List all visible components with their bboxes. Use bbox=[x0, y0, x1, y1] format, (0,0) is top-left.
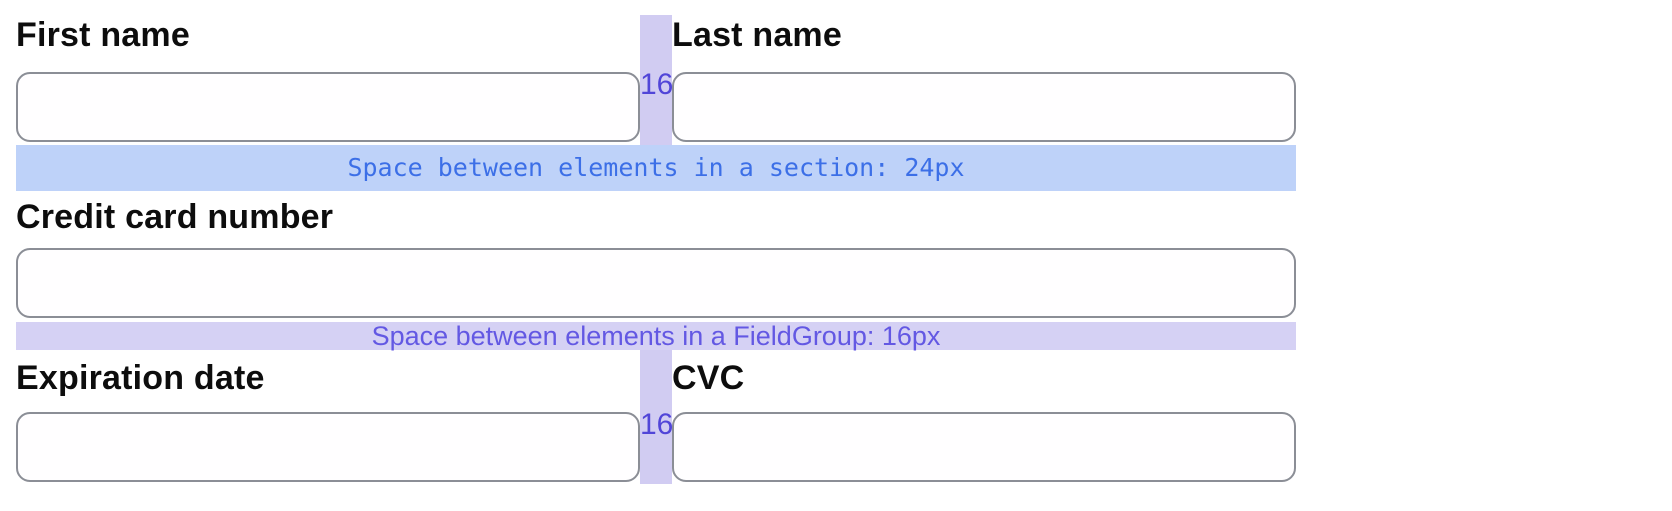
last-name-label: Last name bbox=[672, 16, 842, 54]
expiration-input[interactable] bbox=[16, 412, 640, 482]
last-name-field: Last name bbox=[672, 15, 1296, 142]
column-gap-strip-top: 16 bbox=[640, 15, 674, 145]
fieldgroup-spacing-demo: First name Last name Space between eleme… bbox=[16, 15, 1296, 484]
section-gap-annotation: Space between elements in a section: 24p… bbox=[16, 145, 1296, 191]
first-name-input[interactable] bbox=[16, 72, 640, 142]
cvc-input[interactable] bbox=[672, 412, 1296, 482]
last-name-input[interactable] bbox=[672, 72, 1296, 142]
card-number-label: Credit card number bbox=[16, 198, 334, 236]
column-gap-strip-bottom: 16 bbox=[640, 350, 674, 484]
column-gap-value-top: 16 bbox=[640, 68, 674, 101]
first-name-label: First name bbox=[16, 16, 190, 54]
fieldgroup-gap-annotation: Space between elements in a FieldGroup: … bbox=[16, 322, 1296, 351]
card-number-input[interactable] bbox=[16, 248, 1296, 318]
column-gap-value-bottom: 16 bbox=[640, 408, 674, 441]
name-field-row: First name Last name bbox=[16, 15, 1296, 142]
expiration-field: Expiration date bbox=[16, 350, 640, 482]
cvc-label: CVC bbox=[672, 359, 745, 397]
cvc-field: CVC bbox=[672, 350, 1296, 482]
first-name-field: First name bbox=[16, 15, 640, 142]
card-detail-field-row: Expiration date CVC bbox=[16, 350, 1296, 482]
expiration-label: Expiration date bbox=[16, 359, 265, 397]
card-number-field: Credit card number bbox=[16, 197, 1296, 318]
